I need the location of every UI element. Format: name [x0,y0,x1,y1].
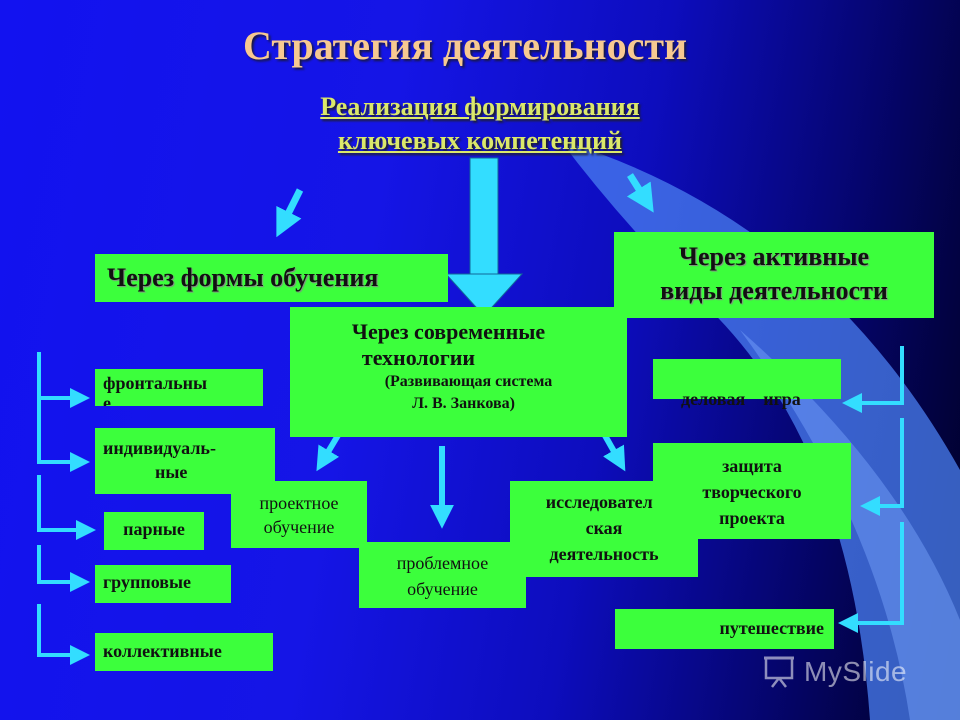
form-groups: групповые [95,565,231,603]
form-frontal: фронтальны е [95,369,263,406]
slide-subtitle: Реализация формирования ключевых компете… [230,90,730,158]
active-business-game-label: деловая игра [681,389,801,409]
active-heading-line-1: Через активные [678,242,870,271]
tech-research-line-3: деятельность [549,544,659,564]
slide-title: Стратегия деятельности [242,23,688,68]
watermark-text: MySlide [804,656,908,687]
presentation-icon [764,656,794,688]
arrow-to-active [626,173,654,213]
form-collective: коллективные [95,633,273,671]
technology-line-4: Л. В. Занкова) [412,395,515,412]
active-defense-line-1: защита [722,456,782,476]
active-journey: путешествие [615,609,834,649]
active-defense-line-3: проекта [719,508,785,528]
arrow-to-forms [276,188,304,238]
active-journey-label: путешествие [719,618,824,638]
active-business-game: деловая игра [653,359,841,409]
form-groups-label: групповые [103,572,192,592]
tech-problem-learning: проблемное обучение [359,542,526,608]
form-individual: индивидуаль- ные [95,428,275,494]
tech-problem-line-2: обучение [407,579,478,599]
form-pairs-label: парные [123,519,185,539]
tech-project-learning: проектное обучение [231,481,367,548]
right-bracket-connectors [838,346,904,633]
active-heading-box: Через активные виды деятельности [614,232,934,318]
subtitle-line-2: ключевых компетенций [337,126,623,155]
technology-line-1: Через современные [351,319,546,344]
technology-box: Через современные технологии (Развивающа… [290,307,627,437]
active-project-defense: защита творческого проекта [653,443,851,539]
arrow-to-research [600,430,626,472]
forms-heading: Через формы обучения [107,263,379,292]
form-pairs: парные [104,512,204,550]
left-bracket-connectors [37,352,96,665]
main-down-arrow [444,157,524,317]
technology-line-2: технологии [361,345,476,370]
form-individual-line-2: ные [155,462,188,482]
form-frontal-line-1: фронтальны [103,373,208,393]
form-individual-line-1: индивидуаль- [103,438,216,458]
arrow-to-project [316,430,343,472]
active-defense-line-2: творческого [702,482,802,502]
forms-heading-box: Через формы обучения [95,254,448,302]
watermark-logo: MySlide [764,656,908,688]
technology-line-3: (Развивающая система [384,373,553,390]
tech-project-line-2: обучение [263,517,335,537]
subtitle-line-1: Реализация формирования [320,92,640,121]
active-heading-line-2: виды деятельности [660,276,888,305]
form-collective-label: коллективные [103,641,222,661]
form-frontal-line-2: е [103,393,111,406]
tech-research-line-2: ская [585,518,623,538]
tech-project-line-1: проектное [259,493,339,513]
tech-problem-line-1: проблемное [396,553,489,573]
tech-research-line-1: исследователь [545,492,663,512]
